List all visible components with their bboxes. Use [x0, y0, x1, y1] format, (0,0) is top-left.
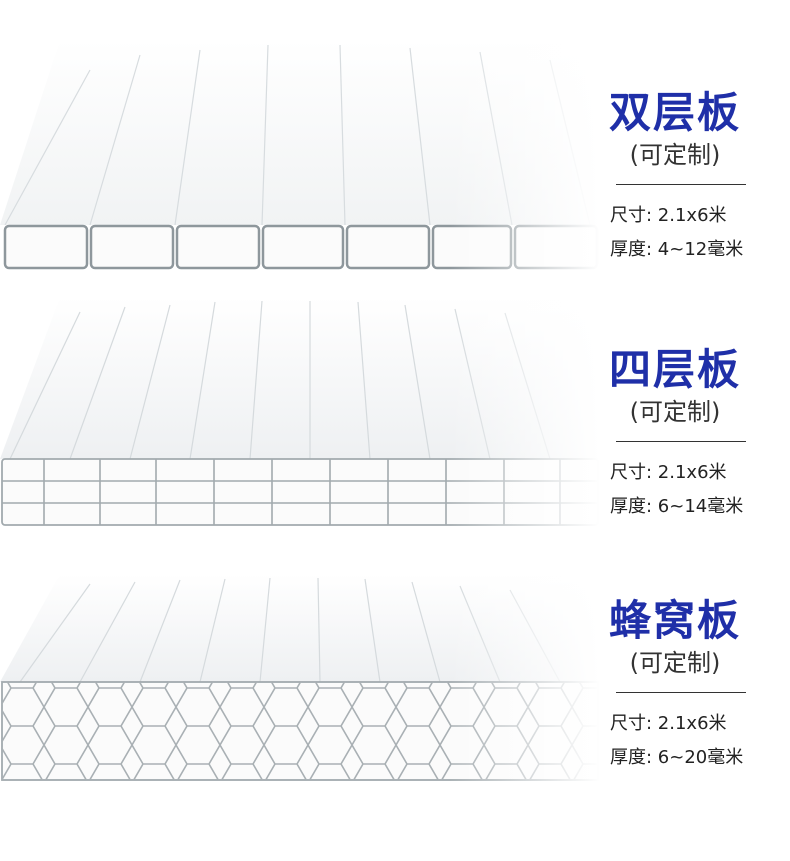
product-twin-wall: 双层板 (可定制) 尺寸: 2.1x6米 厚度: 4~12毫米 [0, 0, 790, 287]
four-wall-info: 四层板 (可定制) 尺寸: 2.1x6米 厚度: 6~14毫米 [590, 345, 760, 524]
honeycomb-sheet-image [0, 574, 600, 861]
four-wall-sheet-image [0, 287, 600, 574]
divider [616, 692, 746, 693]
spec-size: 尺寸: 2.1x6米 [610, 205, 727, 226]
spec-thickness: 厚度: 6~14毫米 [610, 496, 744, 517]
product-subtitle: (可定制) [629, 141, 721, 169]
divider [616, 184, 746, 185]
honeycomb-info: 蜂窝板 (可定制) 尺寸: 2.1x6米 厚度: 6~20毫米 [590, 596, 760, 775]
twin-wall-sheet-image [0, 0, 600, 287]
product-subtitle: (可定制) [629, 649, 721, 677]
spec-thickness: 厚度: 4~12毫米 [610, 239, 744, 260]
twin-wall-info: 双层板 (可定制) 尺寸: 2.1x6米 厚度: 4~12毫米 [590, 88, 760, 267]
spec-thickness: 厚度: 6~20毫米 [610, 747, 744, 768]
product-subtitle: (可定制) [629, 398, 721, 426]
product-four-wall: 四层板 (可定制) 尺寸: 2.1x6米 厚度: 6~14毫米 [0, 287, 790, 574]
product-title: 蜂窝板 [608, 596, 741, 645]
spec-size: 尺寸: 2.1x6米 [610, 462, 727, 483]
product-title: 四层板 [608, 345, 741, 394]
spec-size: 尺寸: 2.1x6米 [610, 713, 727, 734]
product-honeycomb: 蜂窝板 (可定制) 尺寸: 2.1x6米 厚度: 6~20毫米 [0, 574, 790, 861]
divider [616, 441, 746, 442]
product-title: 双层板 [608, 88, 741, 137]
